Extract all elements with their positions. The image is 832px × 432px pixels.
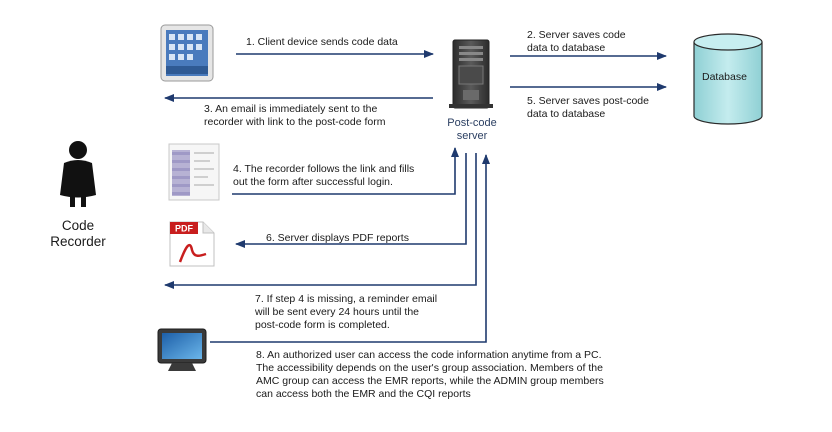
- step-3-text: 3. An email is immediately sent to the r…: [204, 103, 386, 129]
- step-5-line1: 5. Server saves post-code: [527, 95, 649, 107]
- step-5-text: 5. Server saves post-code data to databa…: [527, 95, 649, 121]
- step-3-line1: 3. An email is immediately sent to the: [204, 103, 378, 115]
- tablet-icon: [160, 24, 214, 82]
- step-7-line3: post-code form is completed.: [255, 319, 390, 331]
- step-4-line2: out the form after successful login.: [233, 176, 393, 188]
- actor-label: Code Recorder: [50, 218, 106, 250]
- step-7-text: 7. If step 4 is missing, a reminder emai…: [255, 293, 437, 332]
- step-3-line2: recorder with link to the post-code form: [204, 116, 386, 128]
- monitor-icon: [157, 328, 207, 371]
- step-4-text: 4. The recorder follows the link and fil…: [233, 163, 414, 189]
- flow-arrows: [164, 50, 667, 343]
- pdf-icon: PDF: [169, 221, 215, 267]
- step-8-line1: 8. An authorized user can access the cod…: [256, 349, 602, 361]
- arrow-step-7: [164, 153, 477, 289]
- actor-label-line1: Code: [61, 218, 95, 233]
- step-2-text: 2. Server saves code data to database: [527, 29, 626, 55]
- server-label-line2: server: [456, 130, 488, 142]
- server-label-line1: Post-code: [447, 117, 497, 129]
- step-5-line2: data to database: [527, 108, 606, 120]
- form-screenshot-icon: [168, 143, 220, 201]
- server-label: Post-code server: [436, 117, 508, 143]
- step-8-text: 8. An authorized user can access the cod…: [256, 349, 604, 401]
- arrow-step-4: [232, 147, 459, 195]
- step-1-text: 1. Client device sends code data: [246, 36, 398, 48]
- arrow-step-6: [235, 153, 467, 248]
- step-4-line1: 4. The recorder follows the link and fil…: [233, 163, 415, 175]
- step-6-text: 6. Server displays PDF reports: [266, 232, 409, 244]
- server-icon: [449, 39, 493, 109]
- actor-label-line2: Recorder: [50, 234, 106, 249]
- step-7-line1: 7. If step 4 is missing, a reminder emai…: [255, 293, 438, 305]
- arrow-step-8: [210, 154, 490, 343]
- database-label: Database: [702, 71, 747, 83]
- step-2-line1: 2. Server saves code: [527, 29, 626, 41]
- step-7-line2: will be sent every 24 hours until the: [255, 306, 420, 318]
- database-icon: [693, 33, 763, 125]
- step-8-line4: can access both the EMR and the CQI repo…: [256, 388, 471, 400]
- person-icon: [60, 141, 96, 207]
- pdf-icon-label: PDF: [175, 224, 194, 234]
- step-2-line2: data to database: [527, 42, 606, 54]
- step-8-line3: AMC group can access the EMR reports, wh…: [256, 375, 604, 387]
- step-8-line2: The accessibility depends on the user's …: [256, 362, 603, 374]
